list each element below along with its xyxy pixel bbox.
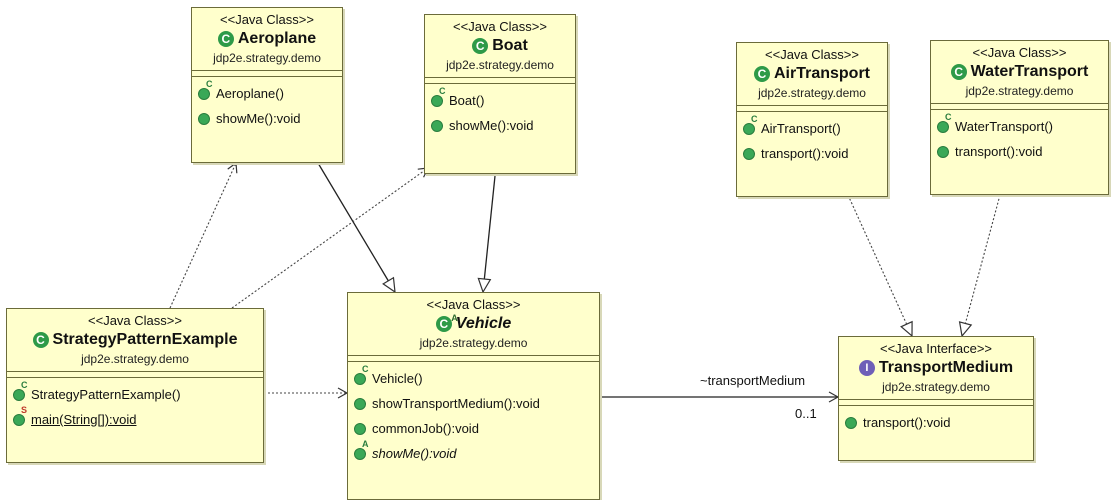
strategy-uses-boat (231, 167, 430, 309)
aeroplane-extends-vehicle (317, 162, 396, 294)
public-method-icon (354, 422, 366, 435)
class-header: <<Java Class>> C WaterTransport jdp2e.st… (931, 41, 1108, 104)
class-box-boat[interactable]: <<Java Class>> C Boat jdp2e.strategy.dem… (424, 14, 576, 174)
package-label: jdp2e.strategy.demo (446, 58, 554, 72)
watertransport-implements-transportmedium (958, 194, 1001, 338)
class-icon: C (217, 31, 234, 47)
attributes-compartment (192, 71, 342, 77)
class-icon: C (32, 332, 49, 348)
package-label: jdp2e.strategy.demo (213, 51, 321, 65)
stereotype-label: <<Java Class>> (972, 45, 1067, 60)
class-header: <<Java Class>> C AirTransport jdp2e.stra… (737, 43, 887, 106)
class-header: <<Java Class>> C Aeroplane jdp2e.strateg… (192, 8, 342, 71)
class-icon: C (753, 66, 770, 82)
operation-item: transport():void (845, 410, 1027, 435)
class-header: <<Java Interface>> I TransportMedium jdp… (839, 337, 1033, 400)
abstract-method-icon: A (354, 439, 369, 460)
operation-item: transport():void (743, 141, 881, 166)
package-label: jdp2e.strategy.demo (758, 86, 866, 100)
stereotype-label: <<Java Class>> (88, 313, 182, 328)
constructor-icon: C (198, 79, 213, 100)
attributes-compartment (348, 356, 599, 362)
stereotype-label: <<Java Interface>> (879, 341, 993, 356)
public-method-icon (937, 145, 949, 158)
package-label: jdp2e.strategy.demo (882, 380, 990, 394)
operation-item: transport():void (937, 139, 1102, 164)
class-name: I TransportMedium (843, 357, 1029, 379)
attributes-compartment (931, 104, 1108, 110)
class-box-aeroplane[interactable]: <<Java Class>> C Aeroplane jdp2e.strateg… (191, 7, 343, 163)
attributes-compartment (425, 78, 575, 84)
class-box-strategypatternexample[interactable]: <<Java Class>> C StrategyPatternExample … (6, 308, 264, 463)
class-name: C Boat (429, 35, 571, 57)
package-label: jdp2e.strategy.demo (965, 84, 1074, 98)
constructor-icon: C (743, 114, 758, 135)
class-name: C Aeroplane (196, 28, 338, 50)
operation-item: showMe():void (198, 106, 336, 131)
operations-compartment: transport():void (839, 406, 1033, 439)
class-icon: C (472, 38, 489, 54)
stereotype-label: <<Java Class>> (765, 47, 859, 62)
constructor-icon: C (354, 364, 369, 385)
public-method-icon (845, 416, 857, 429)
class-box-transportmedium[interactable]: <<Java Interface>> I TransportMedium jdp… (838, 336, 1034, 461)
class-icon: C (950, 64, 967, 80)
attributes-compartment (737, 106, 887, 112)
class-box-watertransport[interactable]: <<Java Class>> C WaterTransport jdp2e.st… (930, 40, 1109, 195)
association-role-label: ~transportMedium (700, 373, 806, 388)
class-box-airtransport[interactable]: <<Java Class>> C AirTransport jdp2e.stra… (736, 42, 888, 197)
boat-extends-vehicle (477, 175, 496, 294)
package-label: jdp2e.strategy.demo (419, 336, 528, 350)
public-method-icon (743, 147, 755, 160)
package-label: jdp2e.strategy.demo (81, 352, 189, 366)
class-header: <<Java Class>> C Boat jdp2e.strategy.dem… (425, 15, 575, 78)
stereotype-label: <<Java Class>> (426, 297, 521, 312)
interface-icon: I (858, 360, 875, 376)
static-method-icon: S (13, 405, 27, 426)
attributes-compartment (839, 400, 1033, 406)
stereotype-label: <<Java Class>> (220, 12, 314, 27)
class-name: C StrategyPatternExample (11, 329, 259, 351)
airtransport-implements-transportmedium (847, 194, 913, 338)
constructor-icon: C (937, 112, 952, 133)
association-multiplicity-label: 0..1 (795, 406, 817, 421)
class-header: <<Java Class>> C StrategyPatternExample … (7, 309, 263, 372)
class-name: C AirTransport (741, 63, 883, 85)
attributes-compartment (7, 372, 263, 378)
public-method-icon (431, 119, 443, 132)
strategy-uses-aeroplane (169, 161, 238, 309)
constructor-icon: C (431, 86, 446, 107)
public-method-icon (198, 112, 210, 125)
stereotype-label: <<Java Class>> (453, 19, 547, 34)
constructor-icon: C (13, 380, 28, 401)
class-name: C WaterTransport (935, 61, 1104, 83)
public-method-icon (354, 397, 366, 410)
operation-item: commonJob():void (354, 416, 593, 441)
operation-item: showTransportMedium():void (354, 391, 593, 416)
operation-item: showMe():void (431, 113, 569, 138)
